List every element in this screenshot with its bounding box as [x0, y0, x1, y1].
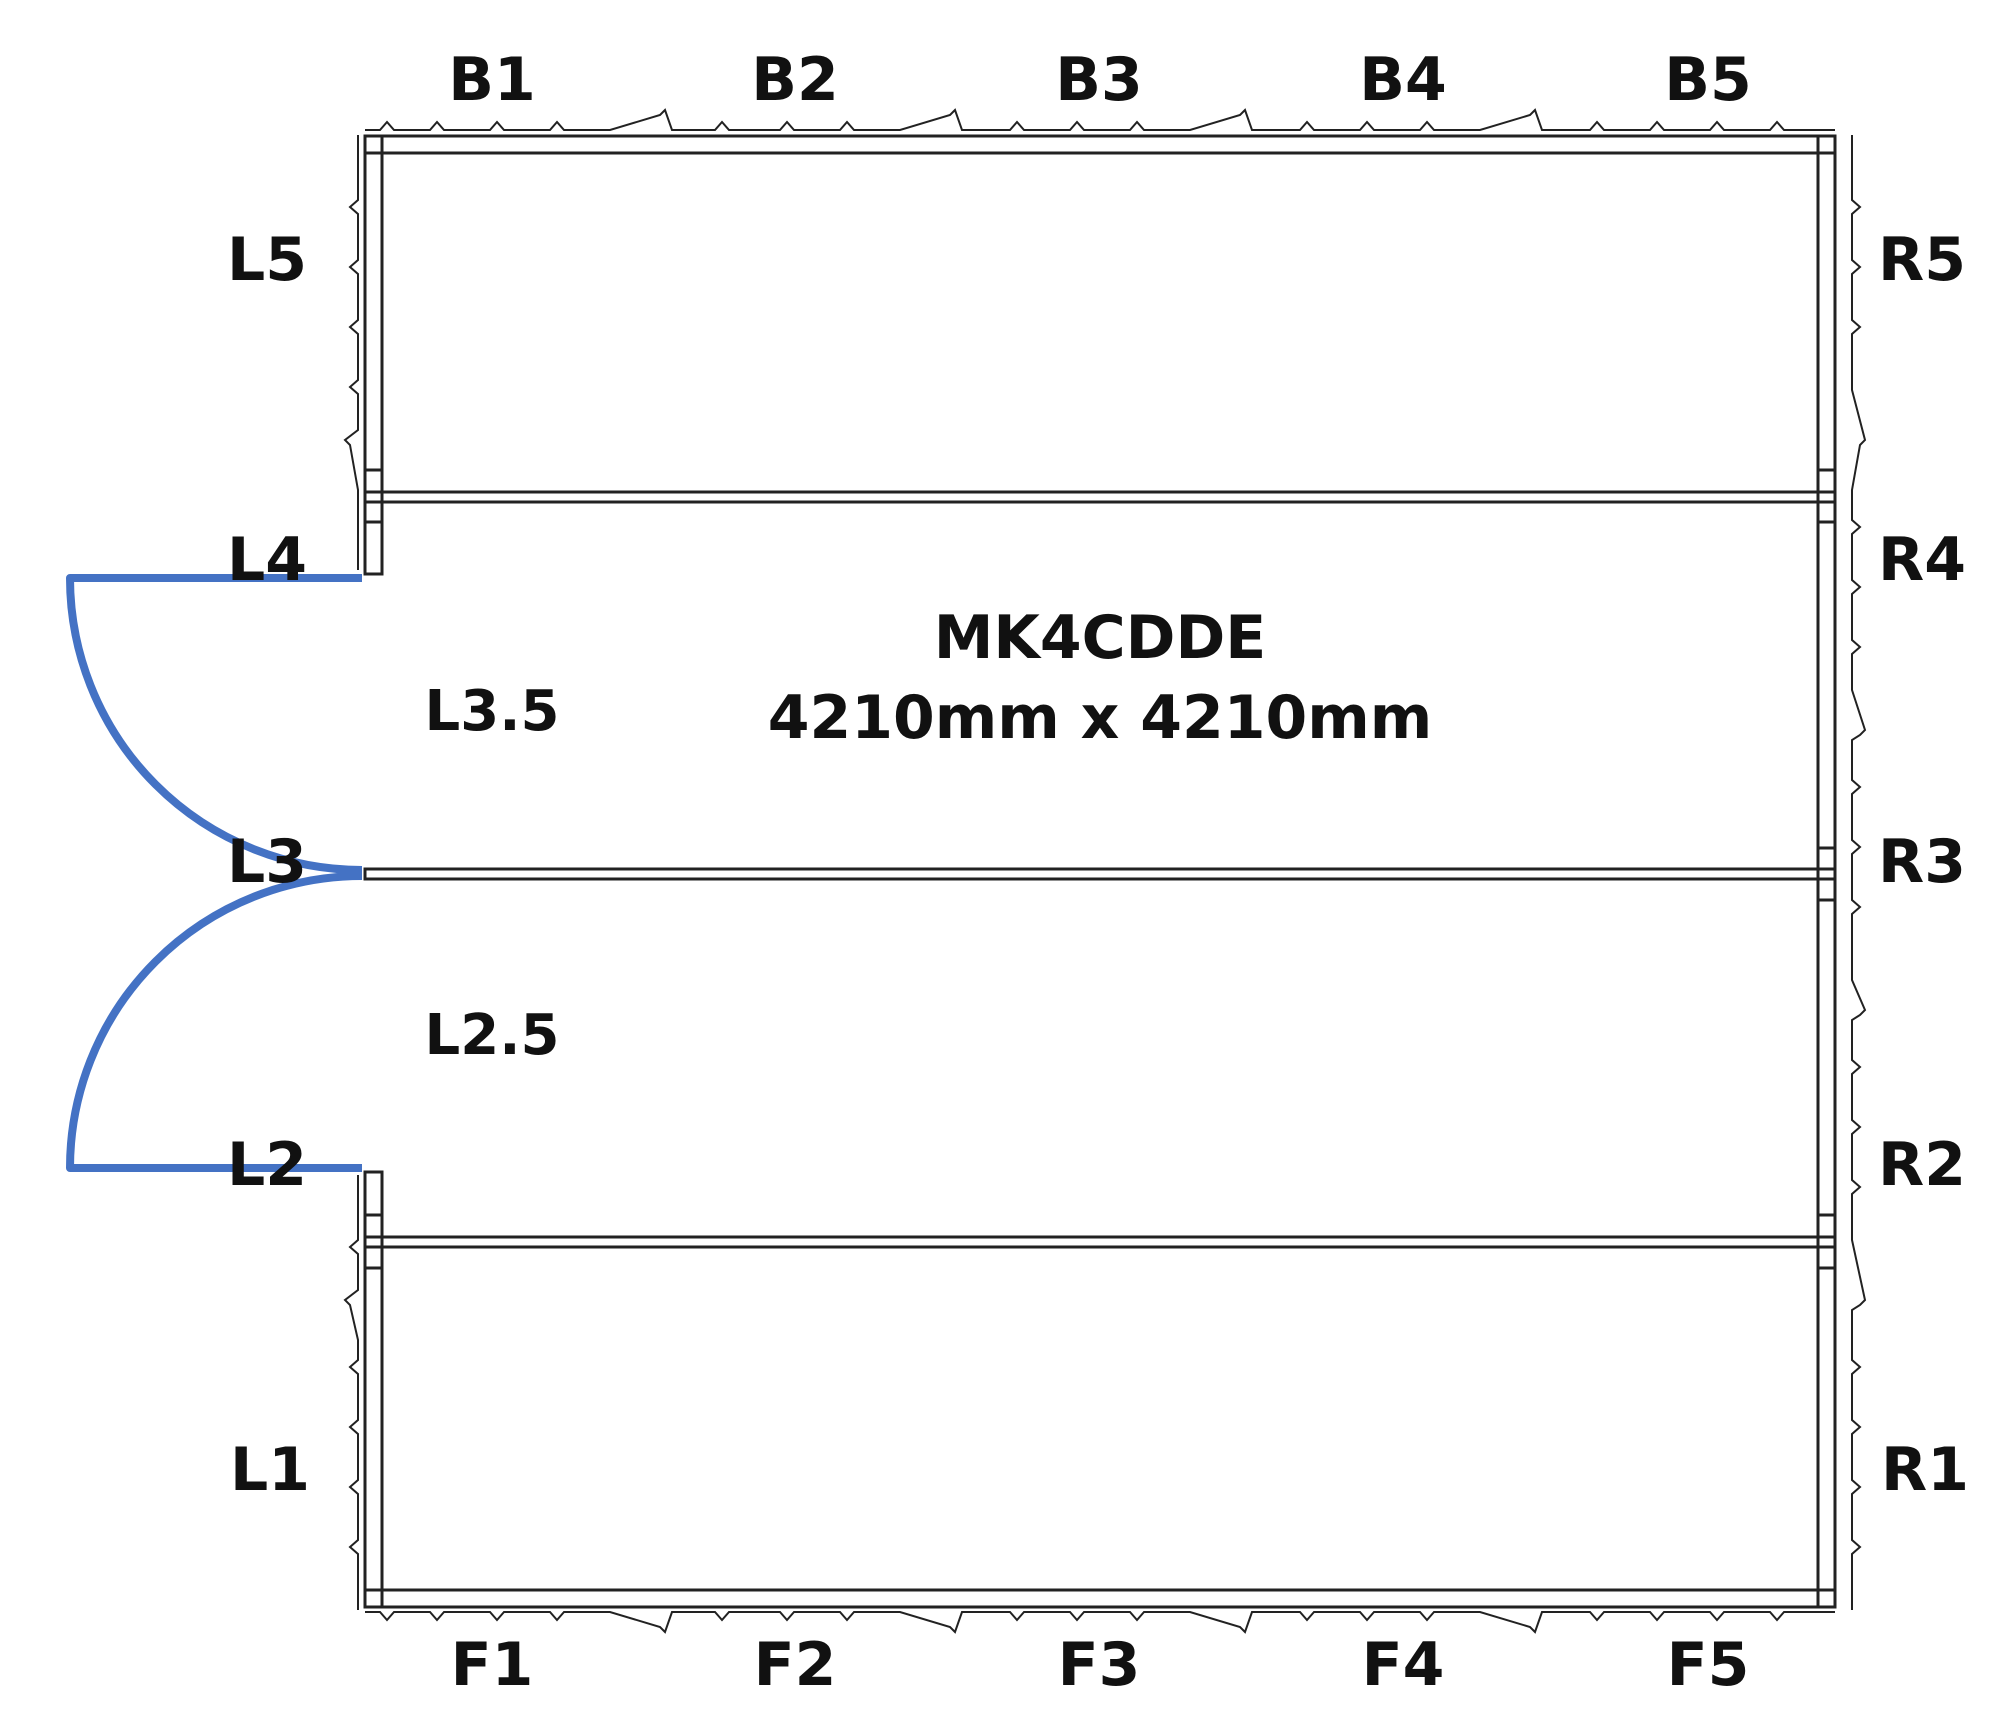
left-label-3: L3 — [227, 827, 307, 897]
front-label-2: F2 — [754, 1630, 837, 1700]
back-label-2: B2 — [751, 45, 838, 115]
right-label-3: R3 — [1878, 827, 1966, 897]
container-walls — [363, 134, 1837, 1609]
back-label-4: B4 — [1359, 45, 1446, 115]
back-label-1: B1 — [448, 45, 535, 115]
left-wall-lower — [363, 1170, 384, 1609]
model-title: MK4CDDE — [934, 603, 1267, 673]
right-label-1: R1 — [1881, 1435, 1969, 1505]
back-wall — [363, 134, 1837, 155]
wall-break-lines — [343, 108, 1867, 1634]
front-wall — [363, 1588, 1837, 1609]
front-break-line — [365, 1611, 1835, 1634]
left-break-line-upper — [343, 135, 359, 570]
left-label-5: L5 — [227, 225, 307, 295]
lower-door-leaf — [66, 872, 363, 1172]
upper-door-leaf — [66, 574, 363, 874]
partition-upper — [363, 490, 1837, 504]
right-wall — [1816, 134, 1837, 1609]
left-label-4: L4 — [227, 525, 307, 595]
left-break-line-lower — [343, 1175, 359, 1610]
back-label-5: B5 — [1664, 45, 1751, 115]
partition-lower — [363, 1235, 1837, 1249]
right-label-2: R2 — [1878, 1130, 1966, 1200]
front-label-3: F3 — [1058, 1630, 1141, 1700]
left-wall-upper — [363, 134, 384, 576]
front-label-1: F1 — [451, 1630, 534, 1700]
right-break-line — [1851, 135, 1867, 1610]
right-label-5: R5 — [1878, 225, 1966, 295]
dimensions-label: 4210mm x 4210mm — [768, 683, 1433, 753]
left-label-2: L2 — [227, 1130, 307, 1200]
left-half-label-2-5: L2.5 — [425, 1003, 560, 1068]
back-label-3: B3 — [1055, 45, 1142, 115]
back-break-line — [365, 108, 1835, 131]
left-label-1: L1 — [230, 1435, 310, 1505]
partition-middle — [363, 867, 1837, 881]
left-half-label-3-5: L3.5 — [425, 679, 560, 744]
double-door-swing-icon — [66, 574, 363, 1172]
front-label-5: F5 — [1667, 1630, 1750, 1700]
front-label-4: F4 — [1362, 1630, 1445, 1700]
right-label-4: R4 — [1878, 525, 1966, 595]
